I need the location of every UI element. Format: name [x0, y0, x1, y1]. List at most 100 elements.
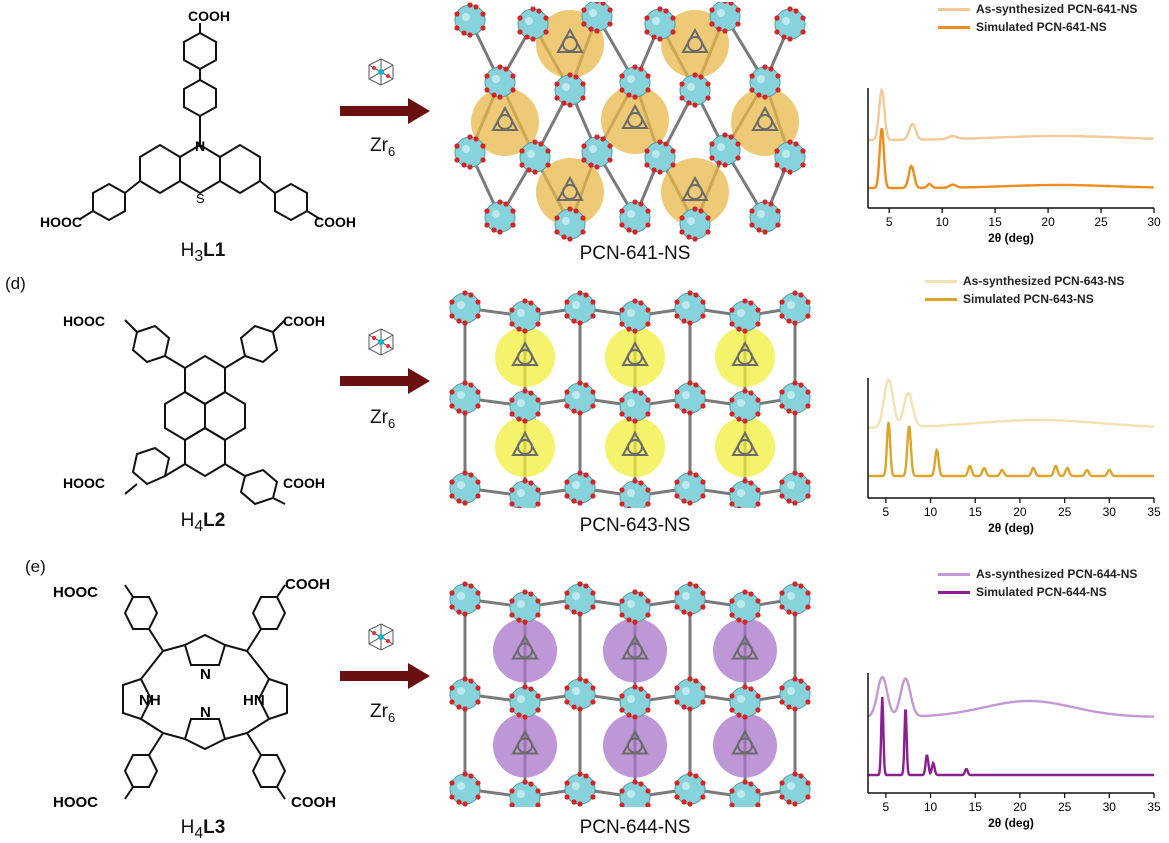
xrd-curve-1	[868, 421, 1154, 478]
zr6-node	[619, 478, 651, 508]
ligand-l3-group-tl: HOOC	[53, 584, 98, 601]
panel-letter-e: (e)	[25, 557, 46, 576]
zr6-node	[564, 290, 596, 326]
linker-highlight	[536, 158, 604, 226]
xrd-curve-1	[868, 127, 1154, 190]
x-tick-label: 15	[969, 800, 983, 814]
zr6-node	[454, 2, 486, 38]
legend-swatch	[938, 590, 970, 594]
zr6-node	[749, 64, 781, 100]
x-axis-title: 2θ (deg)	[988, 231, 1034, 245]
zr6-node	[674, 581, 706, 617]
legend-entry-simulated: Simulated PCN-641-NS	[938, 18, 1137, 36]
zr6-node	[729, 589, 761, 625]
zr6-node	[729, 298, 761, 334]
mof-name-pcn-643: PCN-643-NS	[579, 515, 691, 536]
zr6-node	[454, 134, 486, 170]
x-tick-label: 30	[1147, 215, 1161, 229]
x-tick-label: 25	[1058, 505, 1072, 519]
reaction-arrow	[340, 623, 430, 689]
ligand-l3-group-tr: COOH	[285, 576, 330, 593]
row-pcn-643: (d) HOOC COOH HOOC COOH H4L2	[0, 270, 1169, 550]
arrow-shape	[340, 663, 430, 689]
ligand-l1-group-left: HOOC	[40, 214, 82, 230]
zr6-node	[709, 132, 741, 168]
zr6-node	[564, 380, 596, 416]
zr6-node	[729, 779, 761, 807]
ligand-structure-l2: HOOC COOH HOOC COOH	[63, 313, 325, 506]
x-tick-label: 20	[1013, 505, 1027, 519]
zr6-node	[644, 139, 676, 175]
zr6-node	[674, 470, 706, 506]
zr6-node	[749, 199, 781, 235]
zr6-node	[779, 380, 811, 416]
zr6-node	[644, 6, 676, 42]
ligand-l1-group-right: COOH	[314, 214, 356, 230]
row-pcn-644: (e) HOOC COOH NH	[0, 555, 1169, 842]
ligand-l2-group-bl: HOOC	[63, 475, 105, 491]
ligand-l1-atom-s: S	[196, 191, 205, 206]
zr6-node	[564, 676, 596, 712]
legend-swatch	[938, 7, 970, 11]
zr6-node	[674, 380, 706, 416]
ligand-structure-l3: HOOC COOH NH HN N N HOOC COOH	[53, 576, 336, 811]
x-tick-label: 35	[1147, 505, 1161, 519]
zr6-node	[484, 64, 516, 100]
x-tick-label: 5	[883, 505, 890, 519]
metal-label: Zr6	[370, 701, 396, 725]
zr6-node	[679, 72, 711, 108]
zr6-node	[554, 72, 586, 108]
legend-swatch	[938, 25, 970, 29]
zr6-node	[581, 134, 613, 170]
x-axis-title: 2θ (deg)	[988, 816, 1034, 830]
x-tick-label: 25	[1058, 800, 1072, 814]
legend-entry-as-synth: As-synthesized PCN-641-NS	[938, 0, 1137, 18]
ligand-name-l1: H3L1	[180, 240, 226, 265]
zr6-node	[517, 6, 549, 42]
x-tick-label: 5	[883, 800, 890, 814]
legend-entry-as-synth: As-synthesized PCN-644-NS	[938, 565, 1137, 583]
zr6-node	[674, 771, 706, 807]
linker-highlight	[601, 86, 669, 154]
zr6-node	[509, 298, 541, 334]
zr6-node	[449, 581, 481, 617]
zr6-node	[674, 290, 706, 326]
zr6-node	[729, 388, 761, 424]
zr6-node	[709, 2, 741, 34]
linker-highlight	[471, 88, 539, 156]
zr6-node	[779, 470, 811, 506]
zr6-node	[729, 684, 761, 720]
reaction-arrow	[340, 58, 430, 124]
linker-highlight	[715, 417, 775, 477]
metal-label: Zr6	[370, 407, 396, 431]
zr6-node	[619, 589, 651, 625]
x-tick-label: 30	[1103, 800, 1117, 814]
zr6-node	[509, 779, 541, 807]
zr6-node	[619, 684, 651, 720]
zr6-node	[679, 206, 711, 242]
x-tick-label: 20	[1041, 215, 1055, 229]
ligand-l3-group-bl: HOOC	[53, 794, 98, 811]
zr6-node	[779, 581, 811, 617]
zr6-node	[484, 199, 516, 235]
ligand-l3-atom-hn: HN	[243, 692, 265, 709]
ligand-l2-group-tl: HOOC	[63, 313, 105, 329]
xrd-legend-2: As-synthesized PCN-644-NS Simulated PCN-…	[938, 565, 1137, 601]
zr6-node	[779, 290, 811, 326]
x-tick-label: 25	[1094, 215, 1108, 229]
zr6-node	[774, 6, 806, 42]
legend-entry-simulated: Simulated PCN-644-NS	[938, 583, 1137, 601]
zr6-node	[519, 139, 551, 175]
x-axis-title: 2θ (deg)	[988, 521, 1034, 535]
x-tick-label: 10	[924, 800, 938, 814]
legend-swatch	[925, 297, 957, 301]
ligand-l1-group-top: COOH	[188, 8, 230, 24]
zr6-cluster-icon	[368, 328, 394, 356]
zr6-node	[449, 290, 481, 326]
zr6-node	[509, 478, 541, 508]
zr6-node	[509, 388, 541, 424]
zr6-node	[564, 470, 596, 506]
legend-entry-simulated: Simulated PCN-643-NS	[925, 290, 1124, 308]
